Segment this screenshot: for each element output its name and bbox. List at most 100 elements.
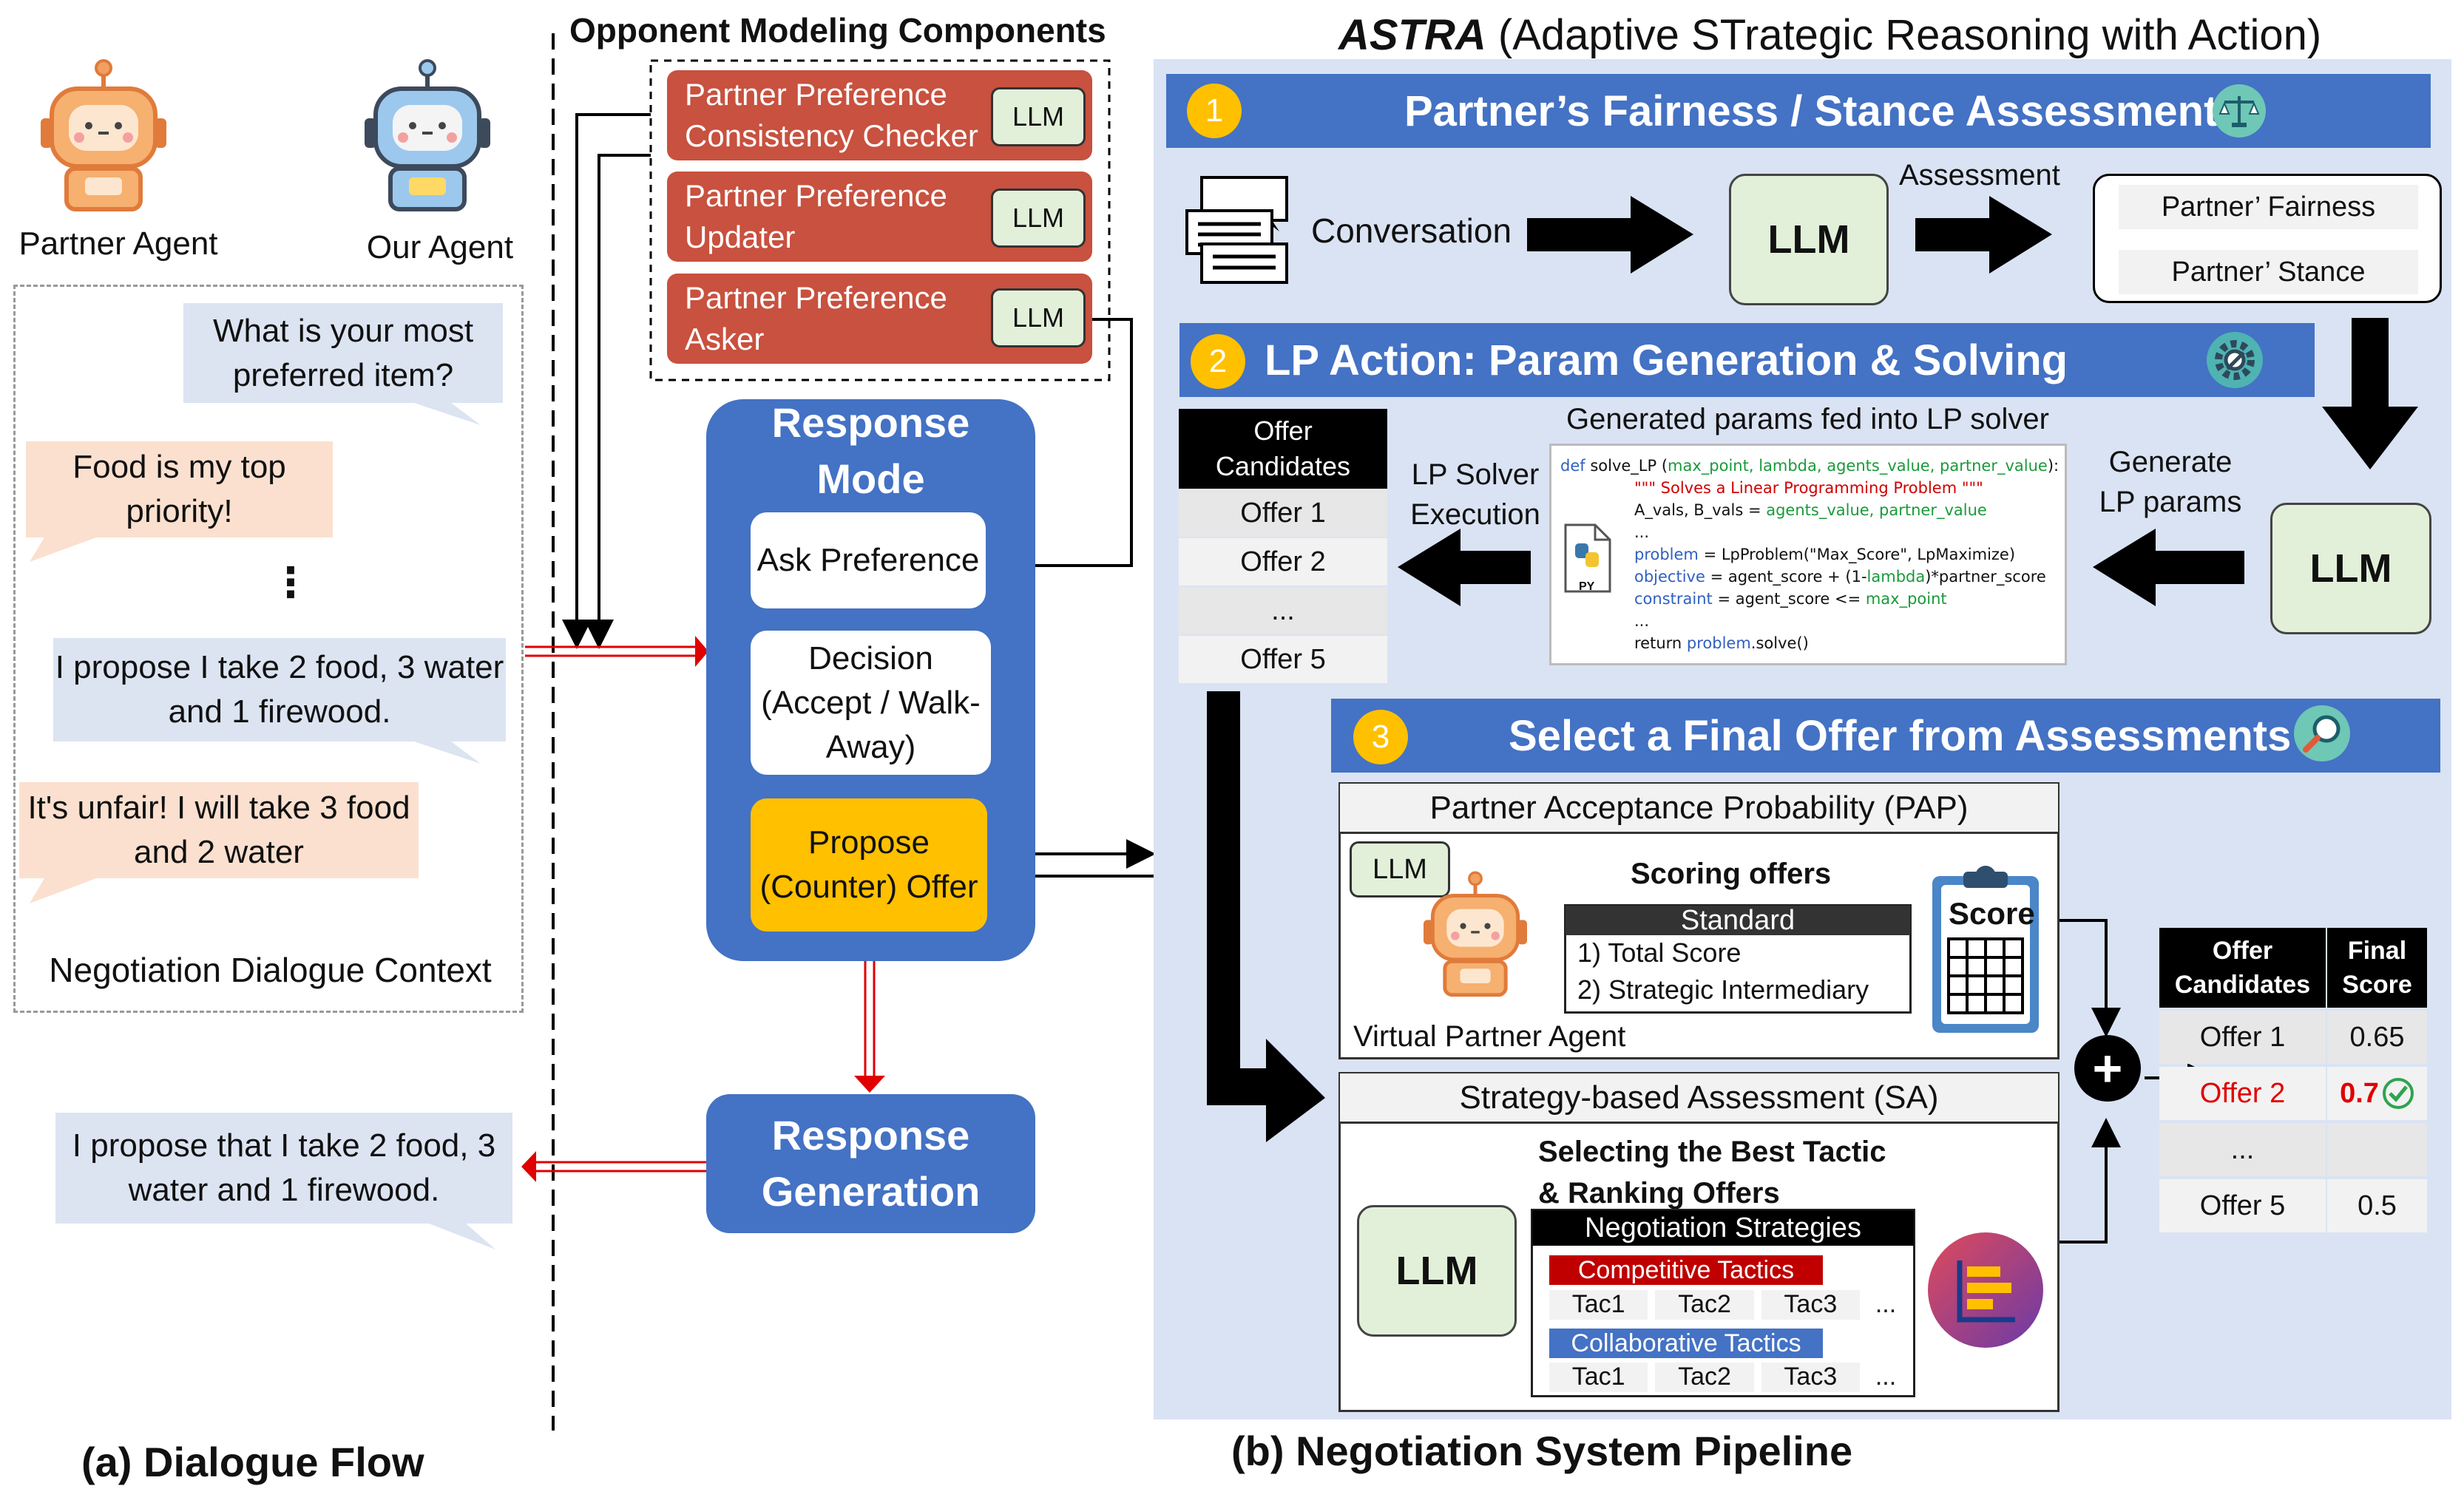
pap-llm-chip: LLM xyxy=(1350,841,1450,898)
virtual-partner-text: Virtual Partner Agent xyxy=(1353,1020,1626,1053)
final-header-offers: Offer Candidates xyxy=(2159,928,2326,1008)
collaborative-tac-row: Tac1 Tac2 Tac3 ... xyxy=(1549,1363,1904,1392)
code-maxpoint: max_point xyxy=(1865,590,1947,608)
competitive-tactics: Competitive Tactics xyxy=(1549,1255,1823,1285)
standard-header: Standard xyxy=(1566,905,1910,936)
stage2-llm: LLM xyxy=(2270,503,2431,634)
code-fn: solve_LP ( xyxy=(1590,457,1668,475)
chat-bubble-unfair: It's unfair! I will take 3 food and 2 wa… xyxy=(19,782,419,878)
code-avals: A_vals, B_vals = xyxy=(1634,501,1767,519)
caption-dialogue-flow: (a) Dialogue Flow xyxy=(81,1439,424,1485)
virtual-partner-label: Virtual Partner Agent xyxy=(1353,1020,1625,1054)
arrow-down-to-llm2 xyxy=(2322,318,2418,469)
om-consistency-label: Partner Preference Consistency Checker xyxy=(685,77,978,153)
caption-pipeline: (b) Negotiation System Pipeline xyxy=(1231,1428,1853,1474)
check-icon xyxy=(2382,1078,2414,1109)
mode-ask-preference: Ask Preference xyxy=(751,512,986,608)
code-lambda: lambda xyxy=(1866,568,1926,586)
conversation-label: Conversation xyxy=(1311,211,1512,250)
sa-subtitle-1: Selecting the Best Tactic xyxy=(1538,1136,1886,1168)
final-score-2-value: 0.7 xyxy=(2340,1077,2379,1109)
our-agent-label: Our Agent xyxy=(366,229,514,265)
stage1-number: 1 xyxy=(1187,84,1242,138)
score-clipboard-icon xyxy=(1932,866,2039,1033)
code-objective: objective xyxy=(1634,568,1705,586)
code-keyword-def: def xyxy=(1560,457,1591,475)
final-offer-5: Offer 5 xyxy=(2159,1179,2326,1232)
code-objective-end: )*partner_score xyxy=(1925,568,2046,586)
strategies-header: Negotiation Strategies xyxy=(1532,1210,1914,1246)
code-line-8: ... xyxy=(1560,610,2063,632)
final-offer-ellipsis: ... xyxy=(2159,1123,2326,1176)
lp-solver-label: LP Solver Execution xyxy=(1410,458,1540,531)
arrow-offers-to-sa xyxy=(1207,691,1325,1142)
code-ellipsis-1: ... xyxy=(1634,523,1650,541)
code-line-2: """ Solves a Linear Programming Problem … xyxy=(1560,477,2063,499)
collab-tac2: Tac2 xyxy=(1655,1363,1754,1392)
code-line-5: problem = LpProblem("Max_Score", LpMaxim… xyxy=(1560,543,2063,566)
score-label: Score xyxy=(1949,896,2035,931)
code-line-7: constraint = agent_score <= max_point xyxy=(1560,588,2063,610)
ranking-chart-icon xyxy=(1928,1232,2043,1348)
partner-robot-icon xyxy=(41,59,166,211)
comp-tac1: Tac1 xyxy=(1549,1290,1648,1320)
gear-icon xyxy=(2207,332,2263,388)
collab-tac-more: ... xyxy=(1875,1363,1897,1391)
code-line-9: return problem.solve() xyxy=(1560,632,2063,654)
our-robot-icon xyxy=(365,59,490,211)
collaborative-tactics: Collaborative Tactics xyxy=(1549,1329,1823,1358)
sa-subtitle-2: & Ranking Offers xyxy=(1538,1177,1780,1210)
standard-item-1: 1) Total Score xyxy=(1577,937,1742,968)
standard-item-2: 2) Strategic Intermediary xyxy=(1577,974,1869,1005)
code-text: def solve_LP (max_point, lambda, agents_… xyxy=(1560,455,2063,654)
code-return-problem: problem xyxy=(1686,634,1751,652)
assessment-label: Assessment xyxy=(1899,159,2060,191)
magnifier-icon xyxy=(2294,705,2350,761)
code-constraint: constraint xyxy=(1634,590,1713,608)
response-mode-title: Response Mode xyxy=(771,399,970,502)
virtual-partner-robot-icon xyxy=(1424,871,1527,997)
arrow-llm2-to-code xyxy=(2093,529,2244,606)
chat-bubble-proposal: I propose I take 2 food, 3 water and 1 f… xyxy=(53,638,506,742)
offer-row-ellipsis: ... xyxy=(1179,587,1387,634)
scoring-offers-label: Scoring offers xyxy=(1631,858,1832,890)
astra-title: ASTRA (Adaptive STrategic Reasoning with… xyxy=(1338,10,2321,60)
python-file-label: PY xyxy=(1579,580,1595,593)
arrow-conv-to-llm xyxy=(1527,196,1693,274)
final-score-2: 0.7 xyxy=(2327,1067,2427,1120)
stage2-header: LP Action: Param Generation & Solving xyxy=(1179,323,2315,397)
final-offer-1: Offer 1 xyxy=(2159,1011,2326,1064)
code-line-1: def solve_LP (max_point, lambda, agents_… xyxy=(1560,455,2063,477)
om-asker-label: Partner Preference Asker xyxy=(685,280,947,356)
code-problem: problem xyxy=(1634,546,1699,563)
code-close: ): xyxy=(2047,457,2059,475)
code-args: max_point, lambda, agents_value, partner… xyxy=(1668,457,2048,475)
code-box xyxy=(1549,444,2067,665)
code-return-solve: .solve() xyxy=(1750,634,1809,652)
context-label: Negotiation Dialogue Context xyxy=(49,951,492,989)
stage2-title: LP Action: Param Generation & Solving xyxy=(1265,336,2068,384)
comp-tac2: Tac2 xyxy=(1655,1290,1754,1320)
ellipsis: ⋮ xyxy=(270,559,311,605)
code-constraint-rest: = agent_score <= xyxy=(1712,590,1866,608)
chat-bubble-output: I propose that I take 2 food, 3 water an… xyxy=(55,1113,512,1224)
partner-agent-label: Partner Agent xyxy=(18,225,218,262)
offer-candidates-header: Offer Candidates xyxy=(1179,409,1387,489)
astra-title-rest: (Adaptive STrategic Reasoning with Actio… xyxy=(1486,11,2322,59)
final-score-1: 0.65 xyxy=(2327,1011,2427,1064)
om-consistency-llm-chip: LLM xyxy=(991,87,1086,146)
offer-row-2: Offer 2 xyxy=(1179,538,1387,586)
competitive-tac-row: Tac1 Tac2 Tac3 ... xyxy=(1549,1290,1904,1320)
chat-bubble-question: What is your most preferred item? xyxy=(183,303,503,403)
astra-title-italic: ASTRA xyxy=(1338,11,1486,59)
pap-title: Partner Acceptance Probability (PAP) xyxy=(1340,784,2058,834)
code-return: return xyxy=(1634,634,1687,652)
code-avals-vars: agents_value, partner_value xyxy=(1766,501,1987,519)
partner-fairness: Partner’ Fairness xyxy=(2119,185,2418,229)
om-updater-label: Partner Preference Updater xyxy=(685,178,947,254)
opponent-modeling-title: Opponent Modeling Components xyxy=(569,11,1106,50)
code-line-6: objective = agent_score + (1-lambda)*par… xyxy=(1560,566,2063,588)
comp-tac-more: ... xyxy=(1875,1290,1897,1318)
offer-row-1: Offer 1 xyxy=(1179,489,1387,537)
stage2-number: 2 xyxy=(1191,334,1245,389)
